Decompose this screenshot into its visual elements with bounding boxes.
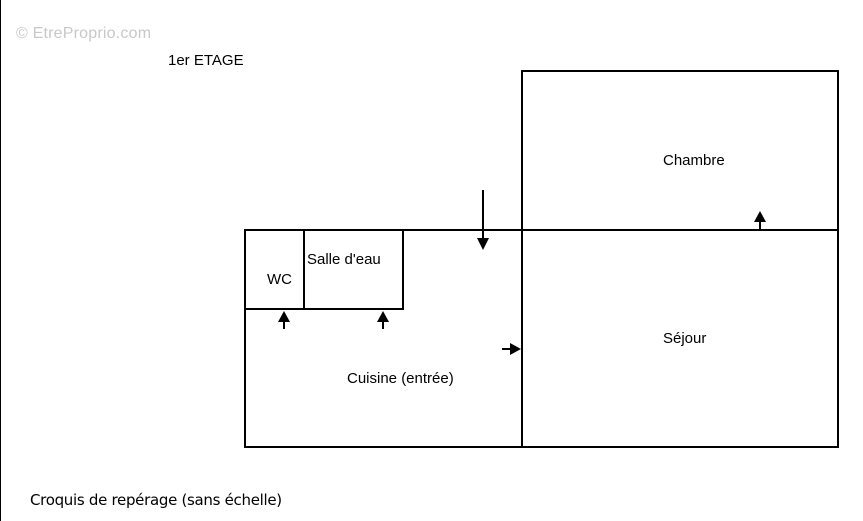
watermark: © EtreProprio.com — [16, 25, 152, 42]
label-sejour: Séjour — [663, 330, 706, 347]
door-arrow-wc — [278, 311, 290, 329]
label-wc: WC — [267, 271, 292, 288]
door-arrow-salle-d-eau — [377, 311, 389, 329]
label-chambre: Chambre — [663, 152, 725, 169]
label-salle-d-eau: Salle d'eau — [307, 251, 381, 268]
floor-title: 1er ETAGE — [168, 52, 244, 69]
entry-arrow-down — [477, 190, 489, 250]
door-arrow-chambre — [754, 211, 766, 229]
label-cuisine: Cuisine (entrée) — [347, 370, 454, 387]
caption: Croquis de repérage (sans échelle) — [30, 491, 282, 509]
cuisine-room — [244, 229, 523, 448]
page-border — [0, 0, 1, 521]
chambre-room — [521, 70, 839, 231]
wc-room — [244, 229, 305, 310]
door-arrow-sejour — [502, 343, 521, 355]
salle-d-eau-room — [303, 229, 404, 310]
